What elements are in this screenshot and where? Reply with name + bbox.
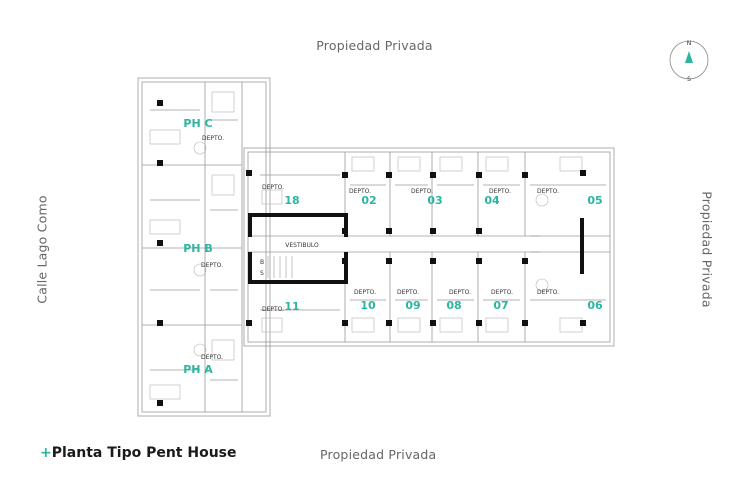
columns [157,100,586,406]
building-outline [137,77,615,417]
unit-name: PH C [183,117,212,130]
unit-name: 08 [446,299,461,312]
unit-ph-b[interactable]: PH B DEPTO. [183,242,223,269]
stair-b-label: B [260,259,264,266]
top-boundary-label: Propiedad Privada [316,38,433,53]
unit-type: DEPTO. [537,289,559,296]
unit-name: 06 [587,299,603,312]
unit-type: DEPTO. [262,184,284,191]
unit-ph-a[interactable]: PH A DEPTO. [183,354,223,376]
unit-name: 11 [284,300,299,313]
unit-type: DEPTO. [262,306,284,313]
unit-name: 09 [405,299,420,312]
compass-south: S [687,76,691,83]
plan-title: +Planta Tipo Pent House [40,445,237,461]
unit-type: DEPTO. [349,188,371,195]
stair-s-label: S [260,270,264,277]
unit-05[interactable]: DEPTO. 05 [537,188,603,207]
compass-north: N [687,40,692,47]
unit-10[interactable]: DEPTO. 10 [354,289,376,312]
unit-name: 03 [427,194,442,207]
unit-type: DEPTO. [411,188,433,195]
unit-type: DEPTO. [201,262,223,269]
unit-name: 02 [361,194,376,207]
unit-name: 07 [493,299,508,312]
core-walls [248,213,584,284]
unit-name: PH A [183,363,213,376]
unit-type: DEPTO. [201,354,223,361]
unit-type: DEPTO. [489,188,511,195]
unit-09[interactable]: DEPTO. 09 [397,289,421,312]
stair [267,256,293,278]
unit-type: DEPTO. [449,289,471,296]
unit-ph-c[interactable]: PH C DEPTO. [183,117,224,142]
unit-type: DEPTO. [537,188,559,195]
unit-name: 18 [284,194,299,207]
vestibule-label: VESTIBULO [285,242,319,249]
unit-type: DEPTO. [491,289,513,296]
unit-18[interactable]: DEPTO. 18 [262,184,300,207]
unit-type: DEPTO. [354,289,376,296]
unit-08[interactable]: DEPTO. 08 [446,289,471,312]
compass-icon: N S [669,40,709,83]
unit-04[interactable]: DEPTO. 04 [484,188,511,207]
unit-type: DEPTO. [202,135,224,142]
furniture [149,91,583,400]
unit-name: PH B [183,242,212,255]
unit-07[interactable]: DEPTO. 07 [491,289,513,312]
plus-mark: + [40,445,52,461]
unit-02[interactable]: DEPTO. 02 [349,188,377,207]
unit-name: 10 [360,299,376,312]
bottom-boundary-label: Propiedad Privada [320,447,437,462]
unit-name: 05 [587,194,602,207]
unit-06[interactable]: DEPTO. 06 [537,289,603,312]
unit-11[interactable]: DEPTO. 11 [262,300,300,313]
unit-type: DEPTO. [397,289,419,296]
plan-title-text: Planta Tipo Pent House [51,445,237,461]
unit-03[interactable]: DEPTO. 03 [411,188,443,207]
unit-name: 04 [484,194,500,207]
